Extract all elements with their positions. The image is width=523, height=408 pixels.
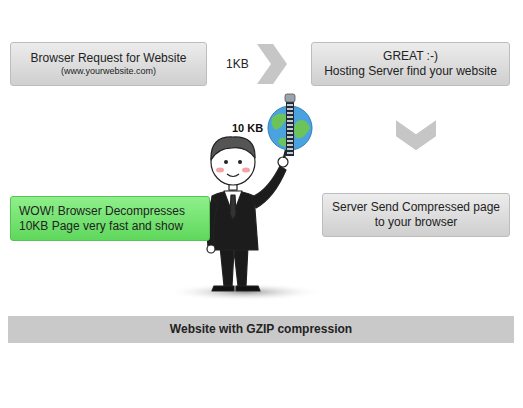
edge-label: 1KB bbox=[224, 57, 251, 71]
box-text: Website with GZIP compression bbox=[170, 322, 352, 337]
chevron-arrow bbox=[207, 44, 311, 84]
request-box: Browser Request for Website(www.yourwebs… bbox=[10, 42, 207, 86]
chevron-arrow bbox=[396, 86, 436, 193]
zipped-globe bbox=[268, 94, 312, 156]
decompress-box: WOW! Browser Decompresses 10KB Page very… bbox=[10, 196, 210, 241]
box-text: (www.yourwebsite.com) bbox=[61, 66, 156, 77]
man-figure bbox=[207, 137, 288, 291]
send-box: Server Send Compressed page to your brow… bbox=[322, 193, 510, 237]
box-text: GREAT :-) bbox=[383, 49, 438, 64]
box-text: Browser Request for Website bbox=[31, 51, 187, 66]
caption-band: Website with GZIP compression bbox=[8, 316, 514, 343]
box-text: WOW! Browser Decompresses 10KB Page very… bbox=[19, 204, 201, 234]
server-box: GREAT :-)Hosting Server find your websit… bbox=[311, 42, 510, 86]
floor-shadow bbox=[167, 283, 323, 301]
box-text: Hosting Server find your website bbox=[324, 64, 497, 79]
size-label: 10 KB bbox=[232, 122, 263, 134]
box-text: Server Send Compressed page to your brow… bbox=[331, 200, 501, 230]
